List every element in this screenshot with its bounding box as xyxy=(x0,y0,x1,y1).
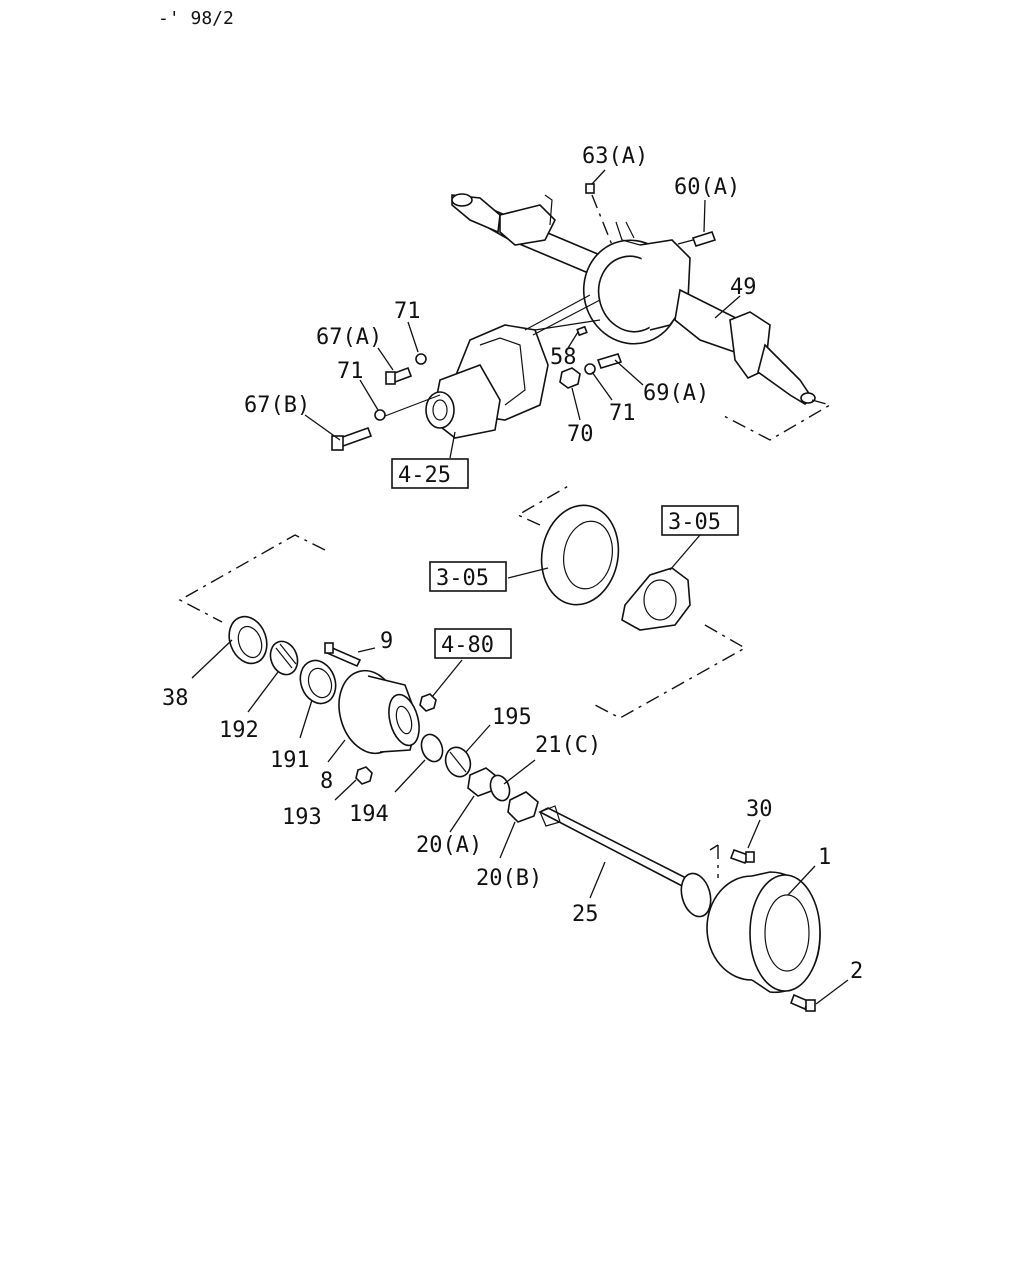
label-38: 38 xyxy=(162,686,189,711)
part-195-bearing xyxy=(444,746,472,778)
part-2-bolt xyxy=(789,993,816,1012)
reference-3-05-left-text: 3-05 xyxy=(436,566,489,591)
label-58: 58 xyxy=(550,345,577,370)
label-195: 195 xyxy=(492,705,532,730)
part-21c-washer xyxy=(489,774,511,802)
label-2: 2 xyxy=(850,959,863,984)
label-21c: 21(C) xyxy=(535,733,601,758)
label-191: 191 xyxy=(270,748,310,773)
revision-header: -' 98/2 xyxy=(158,8,234,29)
reference-box-3-05-left[interactable]: 3-05 xyxy=(429,561,507,592)
part-71-washer-top xyxy=(415,353,427,365)
carrier-guide-line-2 xyxy=(534,319,601,331)
bottom-leaders xyxy=(191,639,849,1005)
leader-305-left xyxy=(507,567,549,579)
part-20b-nut xyxy=(507,791,539,823)
label-1: 1 xyxy=(818,845,831,870)
label-67a: 67(A) xyxy=(316,325,382,350)
label-20b: 20(B) xyxy=(476,866,542,891)
label-8: 8 xyxy=(320,769,333,794)
part-58-pin xyxy=(576,325,588,337)
top-leaders xyxy=(304,169,741,459)
label-71-mid: 71 xyxy=(337,359,364,384)
label-71-top: 71 xyxy=(394,299,421,324)
part-63a-plug xyxy=(585,183,595,194)
reference-4-80-text: 4-80 xyxy=(441,633,494,658)
connector-left xyxy=(178,534,326,623)
label-25: 25 xyxy=(572,902,599,927)
label-71-right: 71 xyxy=(609,401,636,426)
connector-drum xyxy=(709,844,719,878)
label-67b: 67(B) xyxy=(244,393,310,418)
label-63a: 63(A) xyxy=(582,144,648,169)
leader-63a-dash xyxy=(591,194,613,246)
label-69a: 69(A) xyxy=(643,381,709,406)
label-194: 194 xyxy=(349,802,389,827)
label-70: 70 xyxy=(567,422,594,447)
part-30-bolt xyxy=(729,848,755,865)
part-8-hub xyxy=(338,669,420,755)
differential-carrier xyxy=(425,324,549,439)
leader-305-right xyxy=(669,534,701,571)
part-67b-bolt xyxy=(331,426,373,451)
part-25-axle-shaft xyxy=(538,805,712,918)
label-60a: 60(A) xyxy=(674,175,740,200)
part-9-stud xyxy=(324,642,362,668)
brake-anchor xyxy=(621,567,691,631)
reference-4-25-text: 4-25 xyxy=(398,463,451,488)
part-labels: 63(A) 60(A) 49 71 67(A) 71 67(B) 58 69(A… xyxy=(162,144,863,984)
reference-3-05-right-text: 3-05 xyxy=(668,510,721,535)
label-20a: 20(A) xyxy=(416,833,482,858)
part-4-80-nut xyxy=(419,693,437,712)
part-38-seal xyxy=(228,615,268,665)
connector-hub-right xyxy=(721,399,832,441)
part-70-nut xyxy=(559,367,581,389)
part-60a-stud xyxy=(677,231,717,247)
part-1-brake-drum xyxy=(706,871,821,994)
part-194-race xyxy=(420,733,444,763)
part-67a-bolt xyxy=(385,366,413,385)
reference-box-3-05-right[interactable]: 3-05 xyxy=(661,505,739,536)
backing-plate xyxy=(540,504,620,606)
part-71-washer-right xyxy=(584,363,596,375)
label-30: 30 xyxy=(746,797,773,822)
reference-box-4-25[interactable]: 4-25 xyxy=(391,458,469,489)
part-71-washer-mid xyxy=(374,409,386,421)
axle-housing xyxy=(451,193,816,405)
label-9: 9 xyxy=(380,629,393,654)
label-192: 192 xyxy=(219,718,259,743)
reference-box-4-80[interactable]: 4-80 xyxy=(434,628,512,659)
label-193: 193 xyxy=(282,805,322,830)
part-193-nut xyxy=(355,766,373,785)
guide-67b xyxy=(384,394,441,417)
part-192-bearing xyxy=(269,640,299,676)
part-69a-stud xyxy=(596,353,623,369)
connector-backing xyxy=(516,484,571,526)
connector-right-lower xyxy=(594,624,747,719)
part-191-race xyxy=(299,659,337,705)
label-49: 49 xyxy=(730,275,757,300)
